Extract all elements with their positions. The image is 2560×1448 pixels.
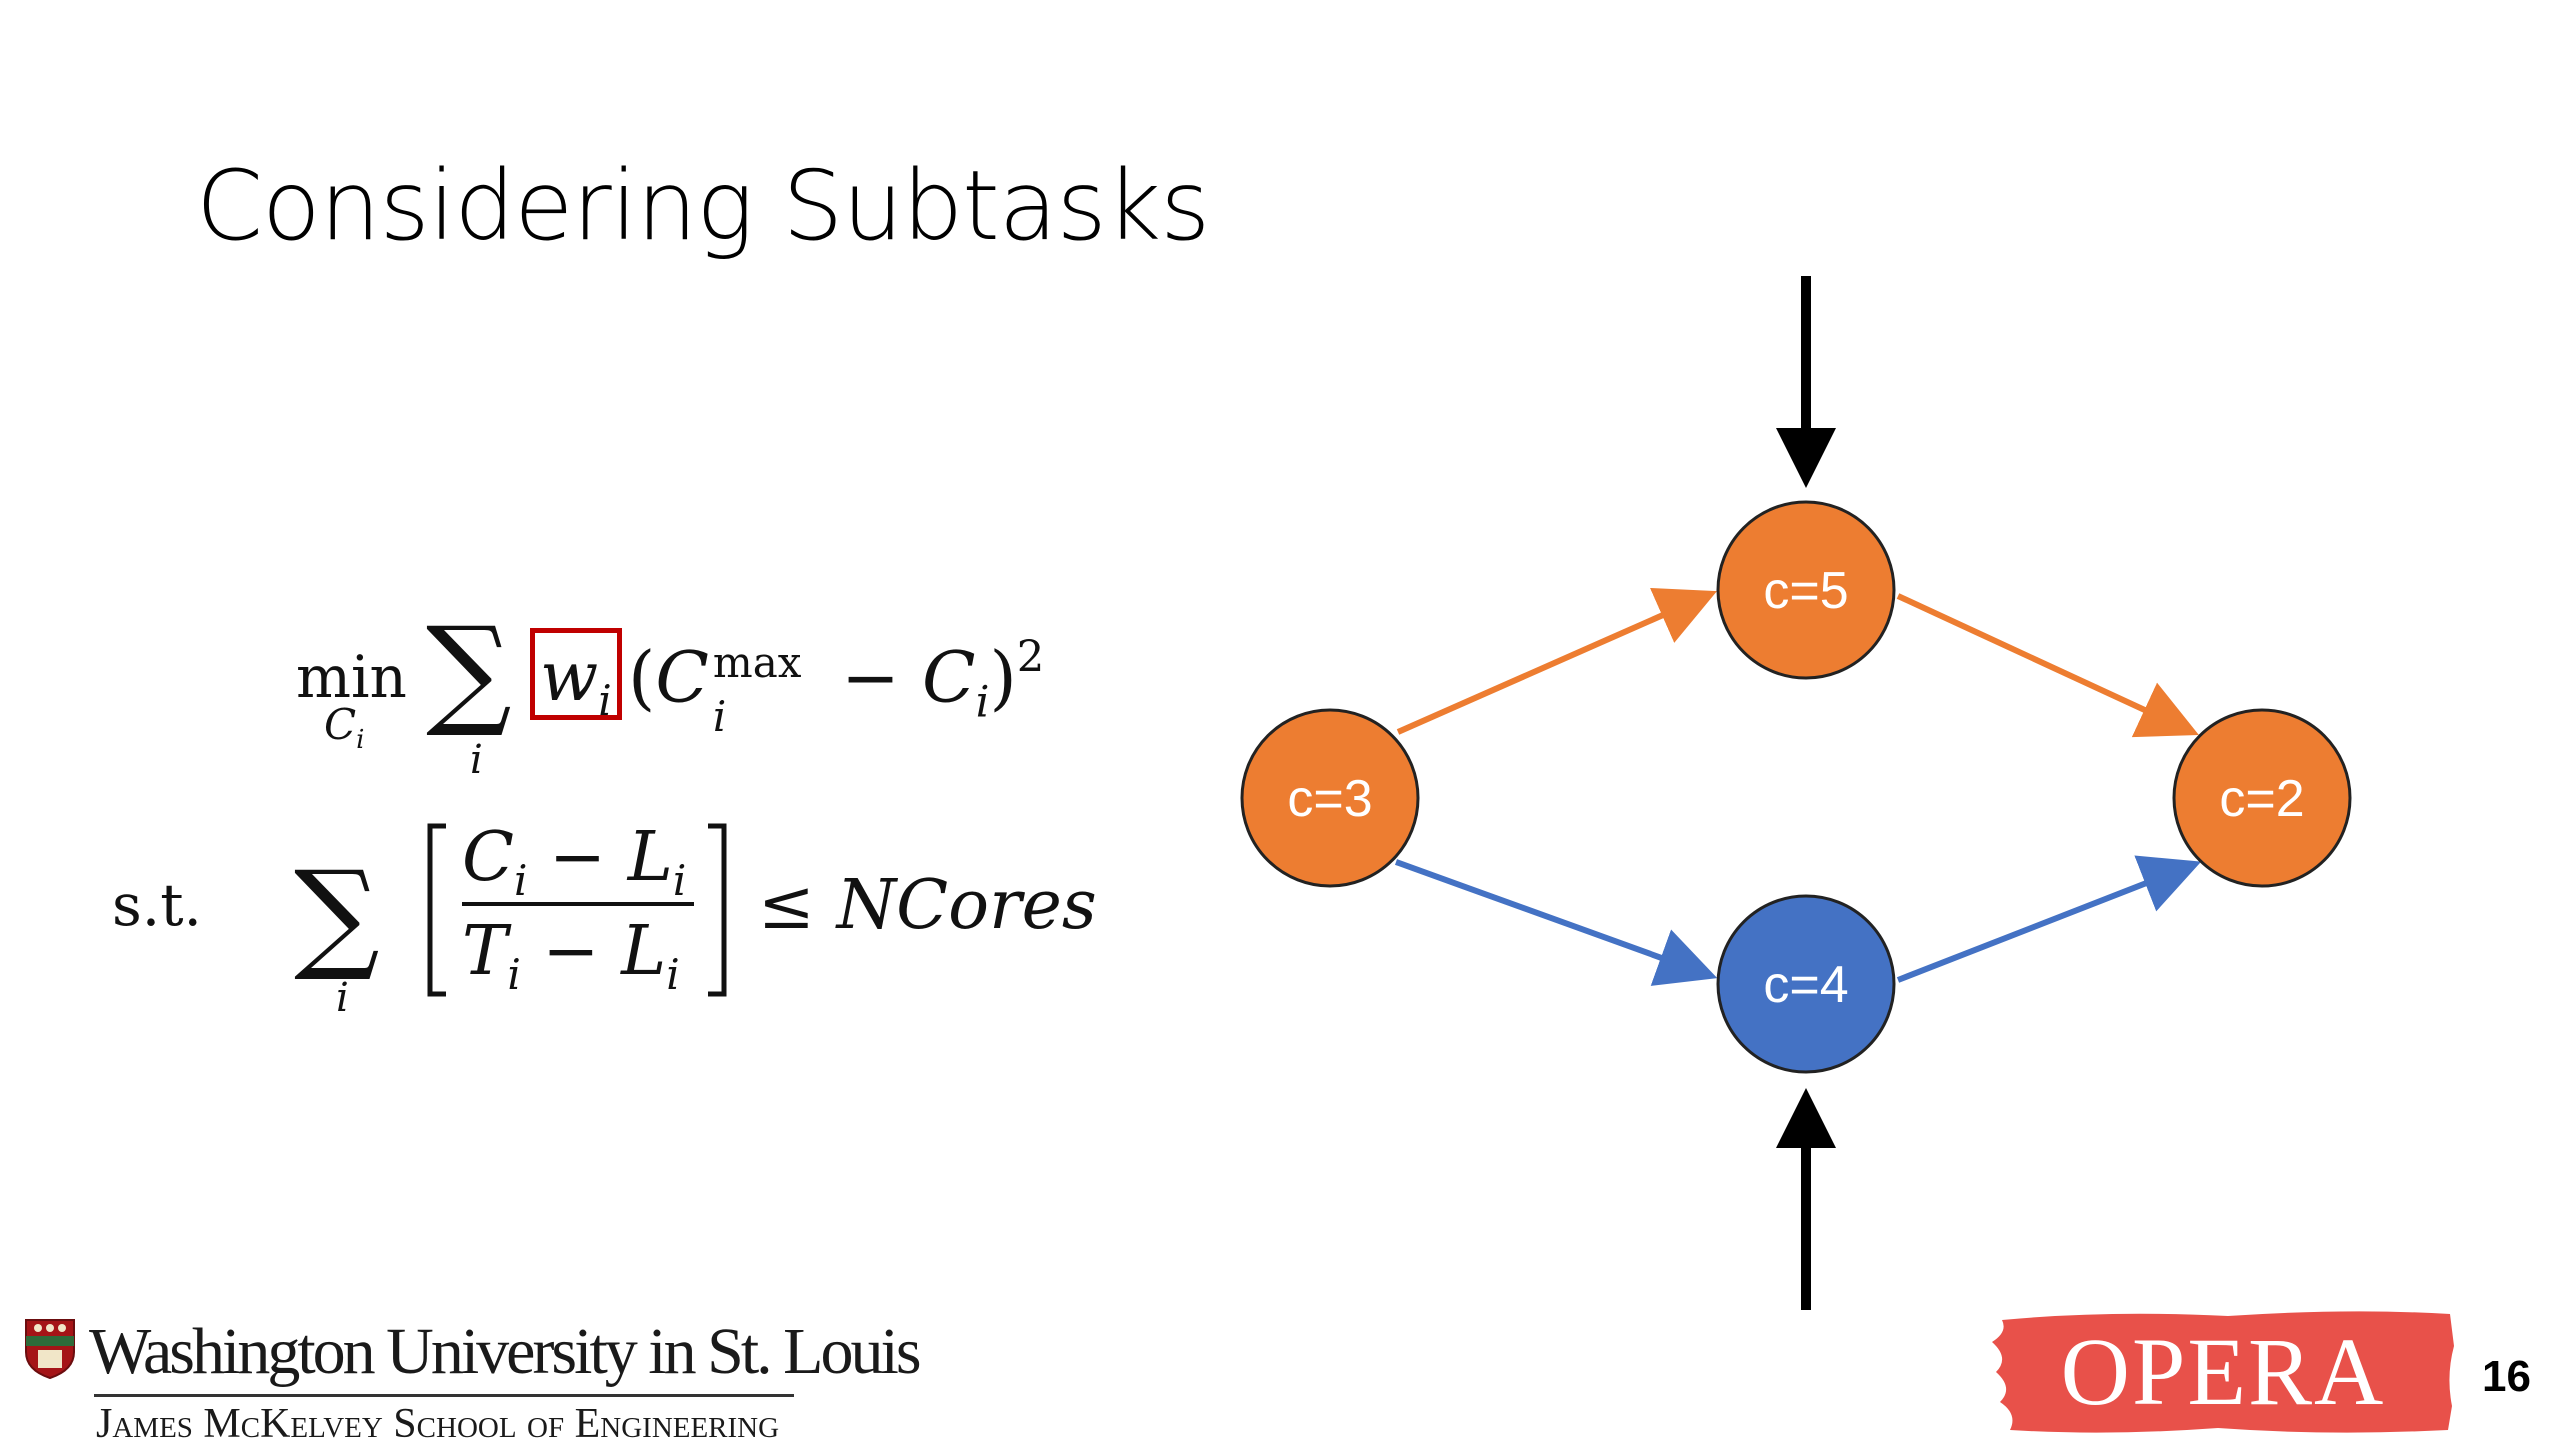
constraint-st: s.t.: [112, 871, 202, 939]
svg-text:c=2: c=2: [2219, 770, 2304, 828]
edge-c4-to-c2: [1896, 855, 2202, 983]
logo-divider: [94, 1394, 794, 1397]
min-operator: min: [296, 643, 407, 711]
brush-stroke-icon: [1992, 1311, 2454, 1433]
opera-logo-text: OPERA: [2060, 1317, 2386, 1425]
edge-c3-to-c5: [1396, 587, 1717, 735]
constraint-rhs: ≤ NCores: [758, 866, 1097, 945]
edge-c5-to-c2: [1896, 593, 2199, 738]
svg-text:c=3: c=3: [1287, 770, 1372, 828]
node-c5: c=5: [1716, 500, 1896, 680]
objective-sum: ∑: [426, 602, 512, 741]
objective-min-subscript: Ci: [324, 700, 365, 756]
objective-sum-index: i: [470, 737, 483, 783]
shield-icon: [25, 1319, 75, 1380]
svg-text:c=5: c=5: [1763, 562, 1848, 620]
slide-title: Considering Subtasks: [196, 150, 1210, 262]
constraint-sum: ∑: [294, 846, 380, 985]
opera-logo: OPERA: [1988, 1306, 2458, 1436]
objective-min: min: [296, 648, 407, 706]
university-name: Washington University in St. Louis: [89, 1315, 922, 1388]
svg-text:c=4: c=4: [1763, 956, 1848, 1014]
node-c2: c=2: [2172, 708, 2352, 888]
objective-weight: wi: [540, 638, 612, 725]
school-name: James McKelvey School of Engineering: [96, 1401, 780, 1447]
page-number: 16: [2482, 1352, 2531, 1401]
constraint-sum-index: i: [336, 975, 349, 1021]
wustl-logo: Washington University in St. Louis James…: [24, 1310, 922, 1447]
constraint-denominator: Ti − Li: [462, 912, 680, 999]
node-c3: c=3: [1240, 708, 1420, 888]
node-c4: c=4: [1716, 894, 1896, 1074]
weight-highlight-box: [530, 628, 622, 720]
constraint-numerator: Ci − Li: [462, 818, 687, 905]
edge-c3-to-c4: [1394, 859, 1718, 986]
